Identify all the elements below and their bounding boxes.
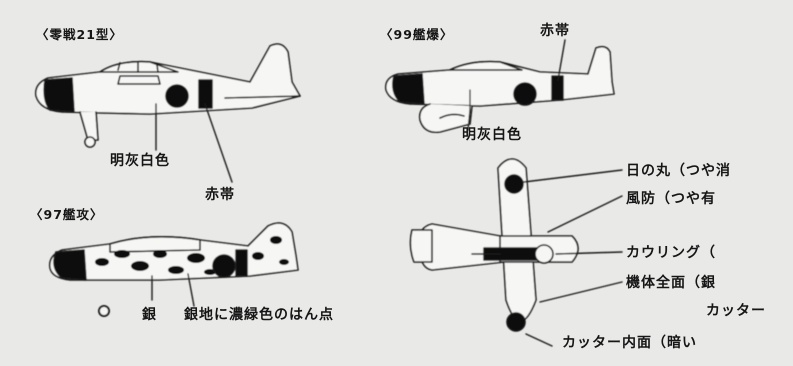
type99-band-label: 赤帯 (540, 23, 570, 39)
type99-title: 〈99艦爆〉 (380, 27, 454, 42)
type97-camo-label: 銀地に濃緑色のはん点 (184, 307, 334, 323)
callout-cutter: カッター (706, 303, 766, 319)
type97-title: 〈97艦攻〉 (30, 207, 104, 222)
type97-base-label: 銀 (142, 307, 157, 323)
zero-band-label: 赤帯 (205, 187, 235, 203)
type99-bomber-side-view (384, 39, 615, 134)
type97-attack-side-view (48, 222, 299, 317)
callout-hinomaru: 日の丸（つや消 (626, 163, 731, 179)
zero-body-color-label: 明灰白色 (110, 153, 170, 169)
callout-windshield: 風防（つや有 (626, 191, 716, 207)
topview-aircraft (409, 158, 623, 347)
type99-body-color-label: 明灰白色 (462, 127, 522, 143)
callout-cowling: カウリング（ (626, 245, 716, 261)
zero-type21-side-view (34, 43, 301, 183)
zero-type21-title: 〈零戦21型〉 (36, 27, 123, 42)
callout-cutter-inner: カッター内面（暗い (562, 335, 697, 351)
callout-fuselage: 機体全面（銀 (626, 275, 716, 291)
